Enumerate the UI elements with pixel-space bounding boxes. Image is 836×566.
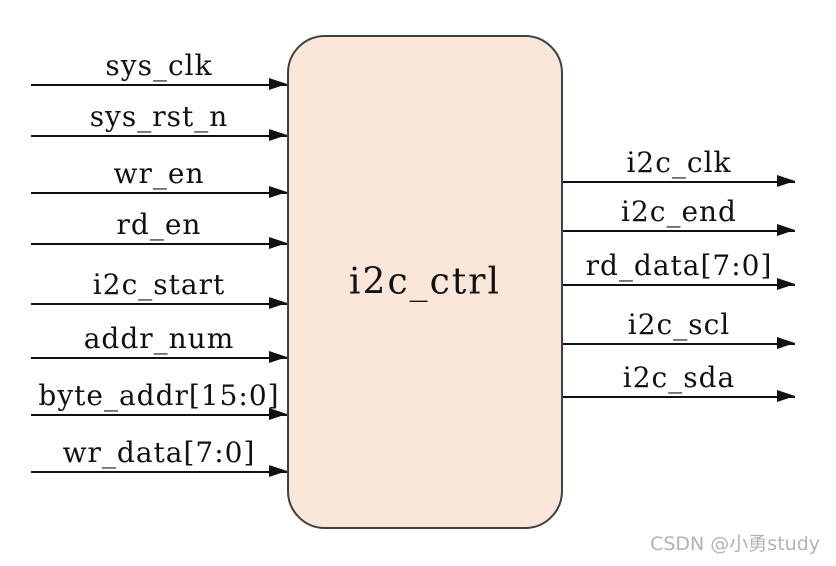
output-signal-rd_data: rd_data[7:0] bbox=[563, 248, 795, 290]
arrow-right-icon bbox=[269, 465, 287, 477]
output-signal-i2c_end: i2c_end bbox=[563, 194, 795, 236]
arrow-right-icon bbox=[269, 297, 287, 309]
input-signal-sys_rst_n: sys_rst_n bbox=[31, 99, 287, 141]
arrow-line bbox=[31, 297, 287, 309]
input-signal-wr_data: wr_data[7:0] bbox=[31, 435, 287, 477]
arrow-line bbox=[31, 237, 287, 249]
arrow-right-icon bbox=[269, 78, 287, 90]
arrow-right-icon bbox=[269, 408, 287, 420]
input-signal-i2c_start: i2c_start bbox=[31, 267, 287, 309]
output-signal-i2c_clk: i2c_clk bbox=[563, 145, 795, 187]
arrow-right-icon bbox=[777, 390, 795, 402]
signal-label: rd_en bbox=[116, 208, 202, 241]
input-signal-addr_num: addr_num bbox=[31, 321, 287, 363]
arrow-right-icon bbox=[269, 129, 287, 141]
signal-label: rd_data[7:0] bbox=[585, 249, 773, 282]
signal-label: wr_data[7:0] bbox=[62, 436, 256, 469]
signal-label: i2c_scl bbox=[627, 308, 731, 341]
arrow-right-icon bbox=[777, 278, 795, 290]
output-signal-i2c_sda: i2c_sda bbox=[563, 360, 795, 402]
arrow-right-icon bbox=[269, 351, 287, 363]
arrow-line bbox=[563, 337, 795, 349]
arrow-right-icon bbox=[269, 237, 287, 249]
arrow-line bbox=[31, 186, 287, 198]
output-signal-i2c_scl: i2c_scl bbox=[563, 307, 795, 349]
input-signal-wr_en: wr_en bbox=[31, 156, 287, 198]
input-signal-rd_en: rd_en bbox=[31, 207, 287, 249]
signal-label: i2c_end bbox=[621, 195, 737, 228]
arrow-right-icon bbox=[777, 224, 795, 236]
arrow-line bbox=[31, 465, 287, 477]
arrow-line bbox=[31, 408, 287, 420]
arrow-line bbox=[563, 390, 795, 402]
signal-label: sys_rst_n bbox=[89, 100, 229, 133]
arrow-line bbox=[563, 224, 795, 236]
arrow-line bbox=[31, 78, 287, 90]
signal-label: i2c_clk bbox=[626, 146, 732, 179]
arrow-right-icon bbox=[777, 337, 795, 349]
signal-label: wr_en bbox=[113, 157, 205, 190]
signal-label: sys_clk bbox=[105, 49, 213, 82]
input-signal-sys_clk: sys_clk bbox=[31, 48, 287, 90]
watermark: CSDN @小勇study bbox=[650, 533, 820, 555]
arrow-line bbox=[31, 351, 287, 363]
signal-label: byte_addr[15:0] bbox=[38, 379, 280, 412]
signal-label: addr_num bbox=[83, 322, 235, 355]
arrow-line bbox=[563, 175, 795, 187]
signal-label: i2c_start bbox=[92, 268, 226, 301]
arrow-line bbox=[563, 278, 795, 290]
arrow-line bbox=[31, 129, 287, 141]
input-signal-byte_addr: byte_addr[15:0] bbox=[31, 378, 287, 420]
signal-label: i2c_sda bbox=[622, 361, 736, 394]
module-title: i2c_ctrl bbox=[349, 261, 501, 303]
module-box: i2c_ctrl bbox=[287, 35, 563, 529]
arrow-right-icon bbox=[777, 175, 795, 187]
arrow-right-icon bbox=[269, 186, 287, 198]
